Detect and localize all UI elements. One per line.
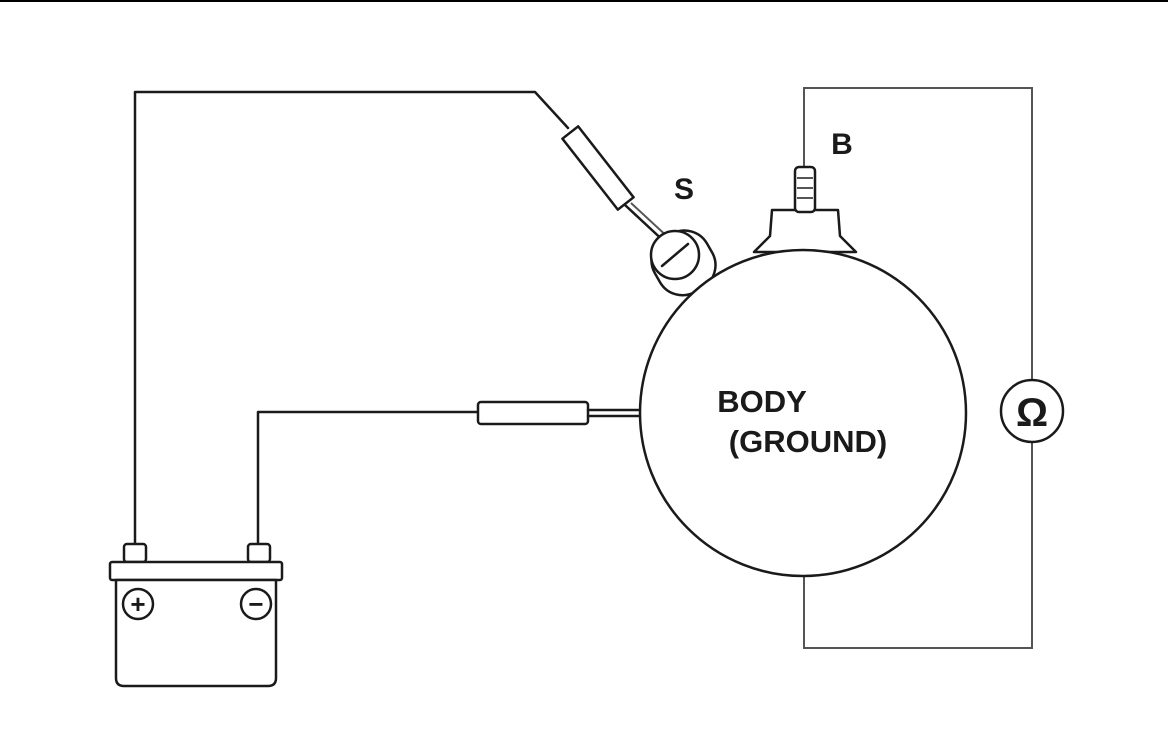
wire-ohm-b-terminal xyxy=(803,87,1033,386)
top-border xyxy=(0,0,1168,2)
terminal-s-label: S xyxy=(674,173,694,206)
starter-motor-body xyxy=(638,248,968,578)
body-label-line1: BODY xyxy=(717,384,807,419)
battery: + − xyxy=(108,542,284,688)
terminal-b-label: B xyxy=(831,128,853,161)
wire-ohm-ground xyxy=(803,436,1033,649)
body-label-line2: (GROUND) xyxy=(729,424,887,459)
ohm-symbol: Ω xyxy=(1016,391,1048,435)
wire-battery-negative-to-body xyxy=(256,410,480,547)
battery-negative-sign: − xyxy=(248,589,263,619)
probe-s xyxy=(561,125,672,247)
b-terminal xyxy=(752,165,858,254)
ohmmeter: Ω xyxy=(999,378,1065,444)
probe-body xyxy=(476,400,642,426)
solenoid-s-terminal xyxy=(649,229,717,297)
wire-battery-positive-to-s xyxy=(133,90,570,547)
battery-positive-sign: + xyxy=(130,589,145,619)
